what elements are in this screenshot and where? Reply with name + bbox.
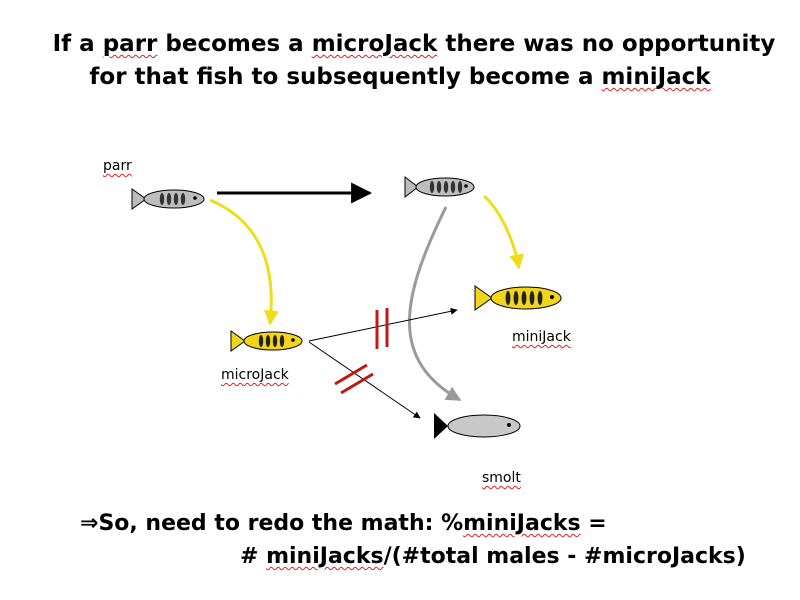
- term-minijacks: miniJacks: [463, 511, 581, 536]
- term-minijacks-2: miniJacks: [266, 544, 384, 569]
- blocked-mark-smolt: [334, 363, 374, 395]
- minijack-fish-icon: [474, 285, 562, 311]
- conclusion-line-1: ⇒So, need to redo the math: %miniJacks =: [80, 511, 607, 536]
- smolt-fish-icon: [434, 413, 521, 439]
- slide-title: If a parr becomes a microJack there was …: [0, 28, 800, 94]
- parr-fish-later-icon: [404, 175, 475, 199]
- label-parr: parr: [103, 158, 132, 174]
- term-parr: parr: [102, 31, 158, 57]
- title-line-2: for that fish to subsequently become a m…: [89, 64, 711, 90]
- label-smolt: smolt: [482, 470, 521, 486]
- implies-arrow-icon: ⇒: [80, 511, 99, 536]
- arrow-parr-to-microjack: [209, 198, 279, 326]
- arrow-parr-to-smolt: [408, 206, 462, 402]
- conclusion-line-2: # miniJacks/(#total males - #microJacks): [240, 544, 746, 569]
- label-microjack: microJack: [221, 367, 289, 383]
- parr-fish-icon: [131, 188, 205, 210]
- conclusion-text: ⇒So, need to redo the math: %miniJacks =…: [80, 507, 780, 573]
- term-minijack: miniJack: [601, 64, 711, 90]
- label-minijack: miniJack: [512, 329, 571, 345]
- arrow-parr-to-minijack: [482, 194, 525, 270]
- title-line-1: If a parr becomes a microJack there was …: [52, 31, 776, 57]
- microjack-fish-icon: [230, 330, 303, 352]
- arrow-microjack-to-minijack: [308, 307, 458, 342]
- term-microjack: microJack: [311, 31, 438, 57]
- blocked-mark-minijack: [375, 308, 389, 349]
